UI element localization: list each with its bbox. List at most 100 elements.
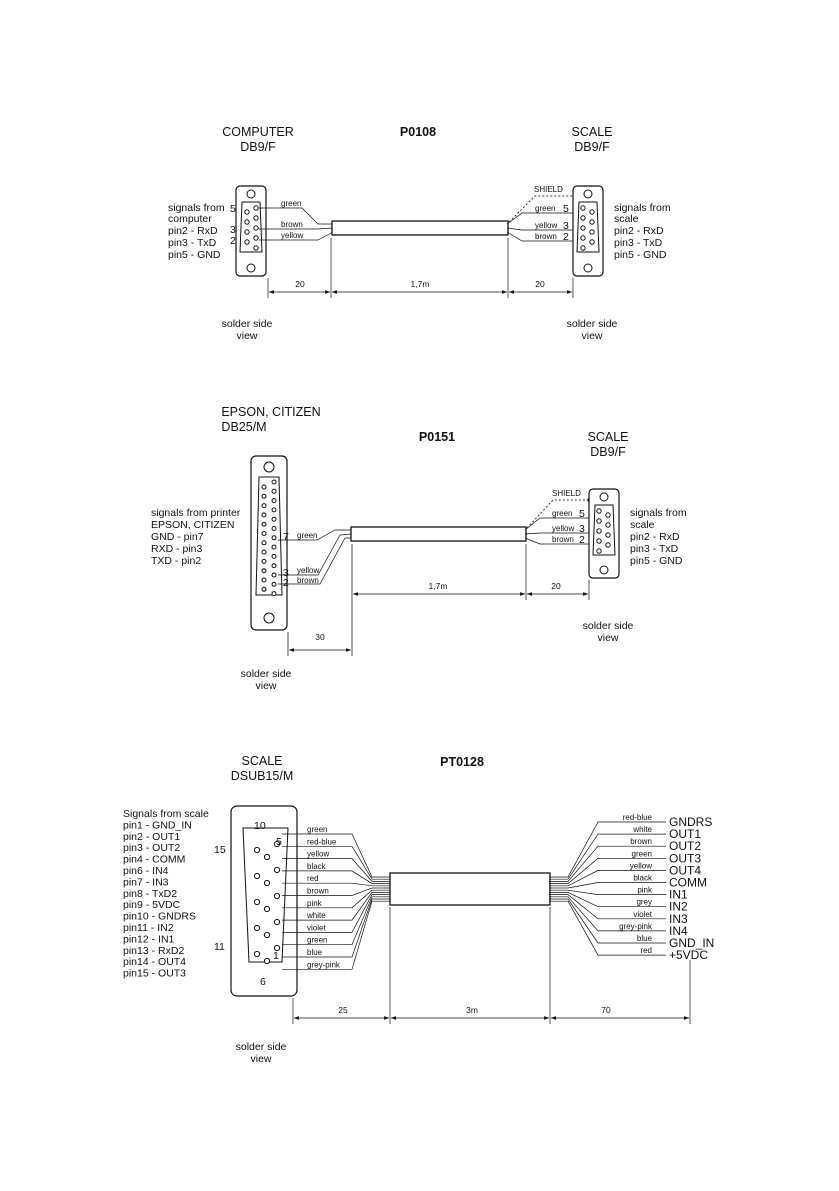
connector-pin [253,924,261,932]
dimension-label: 30 [315,632,325,642]
wire [524,517,590,531]
dimension-label: 20 [295,279,305,289]
wire-color-label: white [306,911,326,920]
cable-title: P0151 [419,430,455,444]
connector-pin [261,493,267,499]
output-signal-label: OUT1 [669,827,701,841]
left-signal-line: RXD - pin3 [151,543,203,555]
solder-side-note: solder side [222,318,273,330]
connector-pin [263,905,271,913]
wire-color-label: red-blue [623,813,653,822]
db9-connector-right [588,488,620,579]
pin-label: 6 [260,976,266,988]
connector-pin [271,591,277,597]
connector-pin [271,479,277,485]
wire-color-label: red [307,874,319,883]
left-signal-line: pin11 - IN2 [123,922,174,934]
right-signal-line: pin3 - TxD [630,543,679,555]
diagram-pt0128: SCALE DSUB15/M PT0128 Signals from scale… [123,754,714,1065]
connector-pin [261,549,267,555]
wire [549,882,666,889]
solder-side-note: view [236,330,257,342]
pin-number: 3 [563,220,569,232]
dimension-label: 3m [466,1005,478,1015]
wire [282,870,391,884]
left-signal-line: pin9 - 5VDC [123,899,181,911]
wire-color-label: grey [636,898,652,907]
dimension-label: 20 [535,279,545,289]
pin-label: 15 [214,844,226,856]
wire-color-label: yellow [307,850,329,859]
connector-pin [261,503,267,509]
solder-side-note: view [597,632,618,644]
left-signal-line: pin2 - OUT1 [123,831,180,843]
left-signal-line: signals from [168,202,225,214]
connector-pin [273,840,281,848]
wire-color-label: red-blue [307,837,337,846]
wire-color-label: brown [281,220,303,229]
wire-color-label: yellow [552,524,574,533]
output-signal-label: COMM [669,876,707,890]
output-signal-label: OUT4 [669,863,701,877]
left-signal-line: pin13 - RxD2 [123,945,184,957]
connector-pin [273,918,281,926]
connector-pin [271,516,277,522]
db9-connector-left [235,185,267,277]
output-signal-label: GND_IN [669,936,714,950]
left-signal-line: pin3 - TxD [168,237,217,249]
right-signal-line: pin3 - TxD [614,237,663,249]
pin-number: 2 [563,231,569,243]
connector-pin [263,957,271,965]
wire [549,833,666,880]
right-connector-type: DB9/F [574,140,610,154]
solder-side-note: view [250,1053,271,1065]
shield-wire [508,195,574,223]
connector-pin [253,950,261,958]
wire-color-label: yellow [281,231,303,240]
wire-color-label: green [307,825,327,834]
pin-number: 2 [283,577,289,589]
cable [350,526,527,542]
wire [259,207,333,225]
left-connector-type: DB25/M [221,420,266,434]
wire-color-label: blue [637,934,653,943]
solder-side-note: view [255,680,276,692]
connector-pin [261,577,267,583]
wire-color-label: blue [307,948,323,957]
pin-number: 3 [579,523,585,535]
left-signal-line: pin8 - TxD2 [123,888,177,900]
wire-color-label: white [632,825,652,834]
connector-pin [261,586,267,592]
left-signal-line: pin10 - GNDRS [123,911,196,923]
left-signal-line: pin7 - IN3 [123,876,169,888]
wire [549,857,666,884]
connector-pin [271,535,277,541]
left-connector-name: EPSON, CITIZEN [221,405,320,419]
solder-side-note: solder side [567,318,618,330]
wire-color-label: yellow [535,221,557,230]
db25-connector [250,455,288,631]
output-signal-label: GNDRS [669,815,712,829]
solder-side-note: solder side [583,620,634,632]
wire-color-label: green [281,199,301,208]
wire [549,900,666,956]
connector-pin [271,553,277,559]
pin-label: 5 [276,836,282,848]
left-signal-line: Signals from scale [123,808,209,820]
output-signal-label: IN4 [669,924,688,938]
connector-pin [261,568,267,574]
dimension-label: 25 [338,1005,348,1015]
connector-pin [271,544,277,550]
right-signal-line: pin2 - RxD [614,225,664,237]
connector-pin [271,526,277,531]
pin-number: 2 [230,235,236,247]
wire [524,537,590,545]
wire [282,887,391,896]
pin-number: 3 [230,224,236,236]
wire-color-label: black [633,874,653,883]
right-signal-line: pin5 - GND [630,555,683,567]
pin-number: 3 [283,567,289,579]
wire [524,532,590,535]
